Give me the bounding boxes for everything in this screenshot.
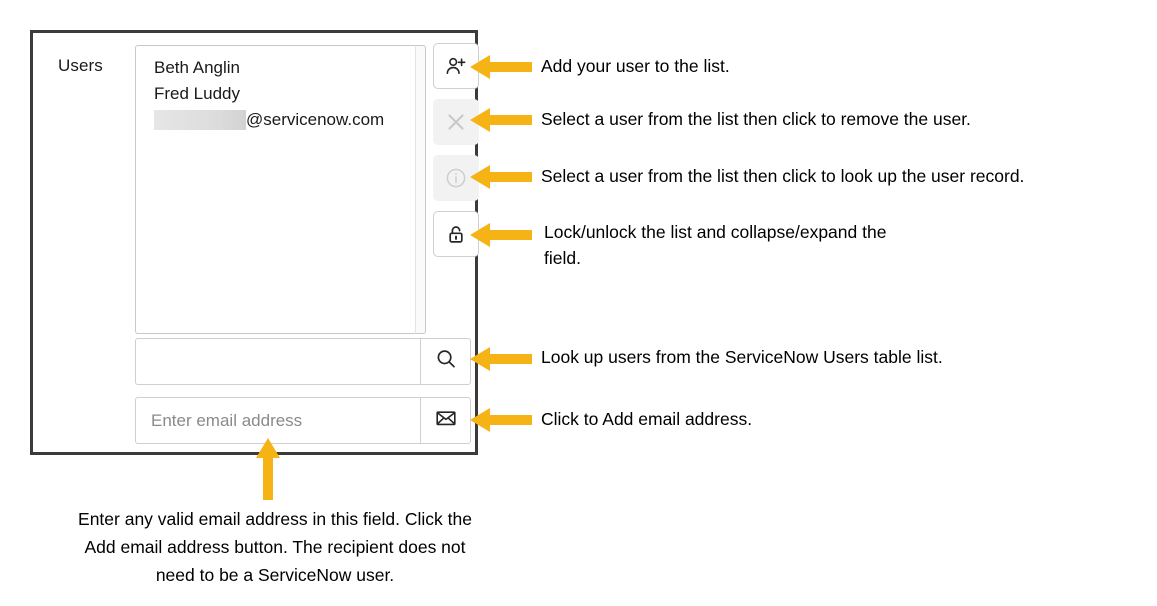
users-list-box[interactable]: Beth Anglin Fred Luddy @servicenow.com — [135, 45, 415, 334]
search-magnifier-icon — [434, 347, 458, 376]
callout-arrow-search — [470, 345, 532, 373]
callout-label-user-info: Select a user from the list then click t… — [541, 166, 1025, 186]
callout-arrow-remove-user — [470, 106, 532, 134]
envelope-icon — [434, 407, 458, 434]
list-item[interactable]: @servicenow.com — [154, 107, 415, 133]
bottom-caption-text: Enter any valid email address in this fi… — [78, 509, 472, 585]
search-input[interactable] — [135, 338, 421, 385]
users-list: Beth Anglin Fred Luddy @servicenow.com — [136, 46, 415, 133]
callout-label-add-user: Add your user to the list. — [541, 56, 730, 76]
list-item[interactable]: Fred Luddy — [154, 84, 240, 103]
add-user-button[interactable] — [433, 43, 479, 89]
callout-arrow-lock-unlock — [470, 221, 532, 249]
close-x-icon — [444, 110, 468, 134]
info-circle-icon — [444, 166, 468, 190]
list-item[interactable]: Beth Anglin — [154, 58, 241, 77]
callout-label-lock-unlock: Lock/unlock the list and collapse/expand… — [544, 222, 887, 268]
add-email-address-button[interactable] — [421, 397, 471, 444]
callout-label-remove-user: Select a user from the list then click t… — [541, 109, 971, 129]
callout-arrow-user-info — [470, 163, 532, 191]
callout-label-add-email: Click to Add email address. — [541, 409, 753, 429]
search-button[interactable] — [421, 338, 471, 385]
person-add-icon — [444, 54, 468, 78]
user-search-row — [135, 338, 471, 385]
users-field-panel: Users Beth Anglin Fred Luddy @servicenow… — [30, 30, 479, 455]
callout-arrow-add-user — [470, 53, 532, 81]
user-info-button[interactable] — [433, 155, 479, 201]
remove-user-button[interactable] — [433, 99, 479, 145]
unlock-padlock-icon — [444, 222, 468, 246]
users-field-label: Users — [58, 56, 103, 75]
list-item-label: @servicenow.com — [246, 110, 385, 129]
email-address-row — [135, 397, 471, 444]
callout-arrow-add-email — [470, 406, 532, 434]
callout-label-search: Look up users from the ServiceNow Users … — [541, 347, 943, 367]
list-action-buttons — [433, 43, 479, 267]
redaction-block — [154, 110, 246, 130]
lock-unlock-button[interactable] — [433, 211, 479, 257]
email-address-input[interactable] — [135, 397, 421, 444]
list-scrollbar[interactable] — [415, 45, 426, 334]
callout-arrow-email-field — [254, 438, 282, 500]
